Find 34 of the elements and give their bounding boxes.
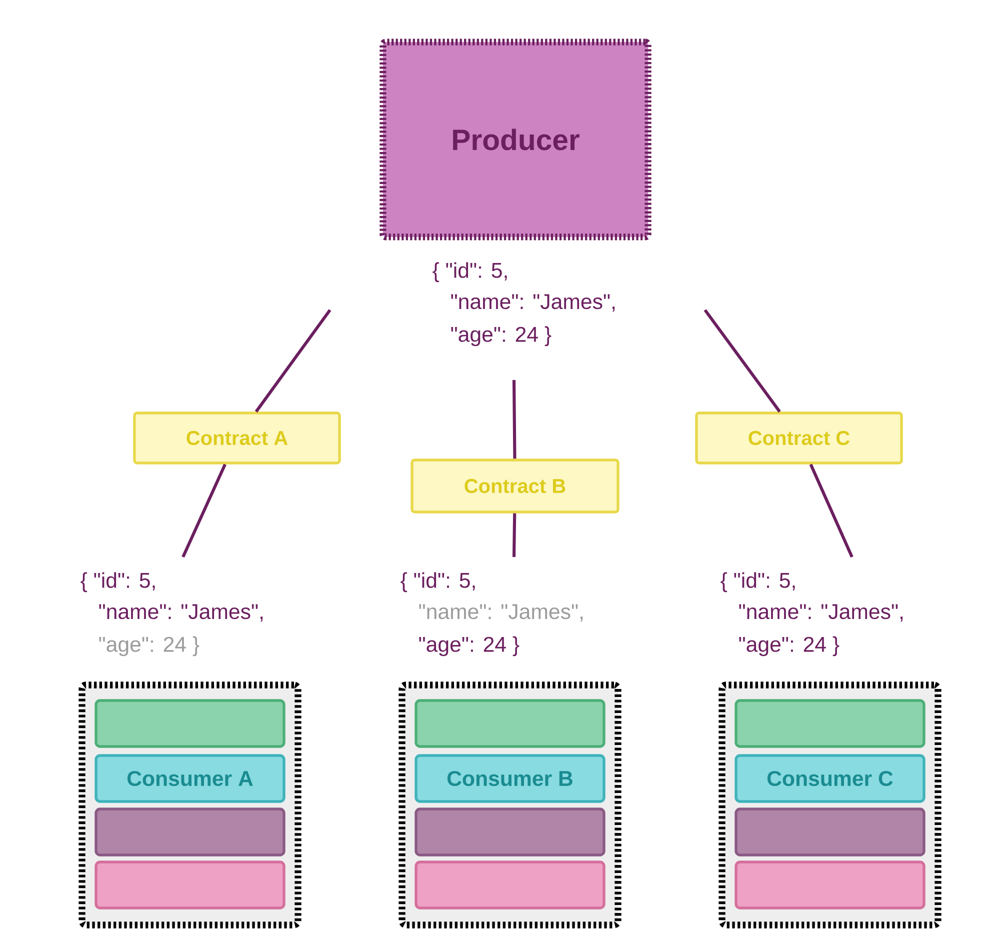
layer-bar: [734, 808, 926, 856]
layer-bar: [734, 860, 926, 910]
json-line: "name": "James",: [99, 604, 263, 622]
json-line: "name": "James",: [451, 294, 615, 312]
contract-box: Contract C: [695, 412, 903, 464]
consumer-bar: Consumer C: [734, 754, 926, 803]
consumer-bar: Consumer A: [94, 754, 286, 803]
layer-bar: [414, 699, 606, 748]
json-line: { "id": 5,: [432, 262, 507, 282]
json-line: { "id": 5,: [720, 572, 795, 592]
layer-bar: [94, 699, 286, 748]
json-line: { "id": 5,: [400, 572, 475, 592]
connector-line: [182, 464, 226, 558]
json-line: "name": "James",: [419, 604, 583, 622]
producer-box: Producer: [380, 38, 652, 240]
layer-bar: [414, 860, 606, 910]
connector-line: [704, 309, 781, 413]
json-line: "name": "James",: [739, 604, 903, 622]
json-line: { "id": 5,: [80, 572, 155, 592]
json-line: "age": 24 }: [99, 636, 200, 656]
connector-line: [254, 309, 332, 413]
json-line: "age": 24 }: [419, 636, 520, 656]
json-line: "age": 24 }: [451, 326, 552, 346]
layer-bar: [94, 808, 286, 856]
connector-line: [512, 513, 516, 558]
json-line: "age": 24 }: [739, 636, 840, 656]
connector-line: [512, 380, 516, 459]
layer-bar: [734, 699, 926, 748]
consumer-bar: Consumer B: [414, 754, 606, 803]
contract-box: Contract A: [133, 412, 341, 464]
contract-box: Contract B: [410, 458, 620, 514]
layer-bar: [414, 808, 606, 856]
layer-bar: [94, 860, 286, 910]
connector-line: [809, 464, 854, 558]
